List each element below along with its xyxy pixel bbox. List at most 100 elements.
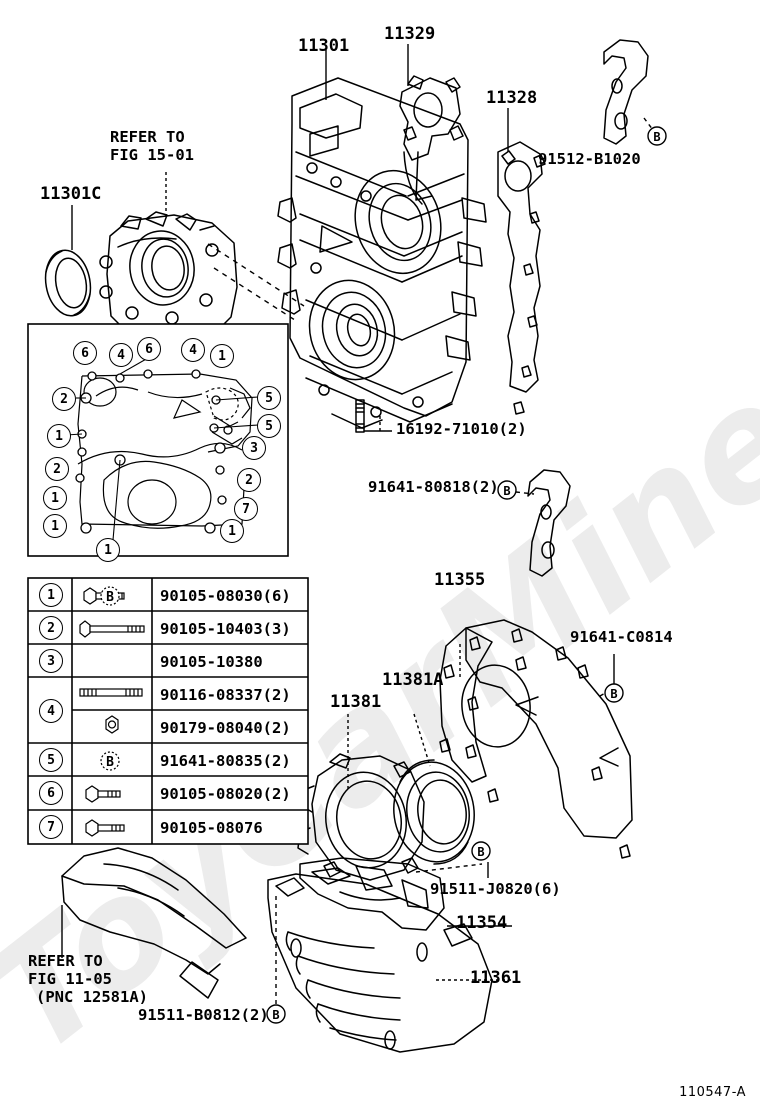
label-11301C: 11301C xyxy=(40,184,102,204)
leader-11381A xyxy=(413,713,431,767)
inset-callout-number: 2 xyxy=(245,472,253,488)
inset-callout-4: 4 xyxy=(109,343,133,367)
b-mark-91641-80818: B xyxy=(497,480,517,500)
label-11301: 11301 xyxy=(298,36,350,56)
part-11328-gasket xyxy=(497,141,546,415)
label-11328: 11328 xyxy=(486,88,538,108)
inset-connectors xyxy=(65,357,259,541)
parts-table-number: 90105-08076 xyxy=(160,819,263,837)
icon-b-mark-2: B xyxy=(100,586,120,606)
parts-table-number: 90105-08020(2) xyxy=(160,785,291,803)
part-11361-cover xyxy=(267,873,493,1053)
label-refer-fig-15-01-line2: FIG 15-01 xyxy=(110,146,194,164)
inset-callout-3: 3 xyxy=(242,436,266,460)
label-16192-71010: 16192-71010(2) xyxy=(396,420,527,438)
inset-callout-7: 7 xyxy=(234,497,258,521)
icon-long-bolt-3 xyxy=(79,620,145,638)
parts-table-ref-number: 1 xyxy=(47,587,55,603)
svg-text:B: B xyxy=(272,1008,279,1022)
parts-table-ref-number: 3 xyxy=(47,653,55,669)
label-11354: 11354 xyxy=(456,913,508,933)
svg-text:B: B xyxy=(610,687,617,701)
parts-table-ref-number: 2 xyxy=(47,620,55,636)
parts-table-number: 90179-08040(2) xyxy=(160,718,291,737)
label-refer-fig-11-05-line3: (PNC 12581A) xyxy=(36,988,148,1006)
svg-text:B: B xyxy=(106,590,114,605)
inset-callout-number: 5 xyxy=(265,390,273,406)
inset-callout-number: 1 xyxy=(218,348,226,364)
parts-table-number: 90105-10403(3) xyxy=(160,619,291,638)
leader-lines xyxy=(61,44,657,1010)
label-11329: 11329 xyxy=(384,24,436,44)
parts-table-ref-7: 7 xyxy=(39,815,63,839)
part-91512-B1020-hook xyxy=(603,39,649,145)
inset-callout-number: 4 xyxy=(117,347,125,363)
label-refer-fig-11-05-line1: REFER TO xyxy=(28,952,103,970)
inset-callout-number: 1 xyxy=(51,490,59,506)
parts-table-ref-number: 4 xyxy=(47,703,55,719)
parts-table-ref-3: 3 xyxy=(39,649,63,673)
label-refer-fig-15-01-line1: REFER TO xyxy=(110,128,185,146)
figure-code: 110547-A xyxy=(679,1085,746,1100)
svg-text:B: B xyxy=(653,130,660,144)
inset-callout-6: 6 xyxy=(73,341,97,365)
label-11381: 11381 xyxy=(330,692,382,712)
parts-table-number: 90116-08337(2) xyxy=(160,685,291,704)
parts-table-grid xyxy=(27,577,309,845)
svg-text:B: B xyxy=(477,845,484,859)
label-91511-J0820: 91511-J0820(6) xyxy=(430,880,561,898)
svg-text:B: B xyxy=(106,755,114,770)
label-91512-B1020: 91512-B1020 xyxy=(538,150,641,168)
inset-callout-1: 1 xyxy=(210,344,234,368)
part-11381A-oil-seal xyxy=(393,759,475,865)
inset-callout-1: 1 xyxy=(47,424,71,448)
inset-callout-number: 3 xyxy=(250,440,258,456)
label-91641-80818: 91641-80818(2) xyxy=(368,478,499,496)
b-circle-marks: B B B B B xyxy=(266,126,667,1024)
icon-hex-flange-bolt-6 xyxy=(85,785,121,803)
parts-table-ref-1: 1 xyxy=(39,583,63,607)
inset-callout-2: 2 xyxy=(237,468,261,492)
inset-callout-1: 1 xyxy=(43,486,67,510)
inset-callout-number: 2 xyxy=(53,461,61,477)
inset-callout-number: 1 xyxy=(104,542,112,558)
parts-table-icons: B B xyxy=(79,586,145,837)
inset-callout-1: 1 xyxy=(220,519,244,543)
inset-callout-number: 1 xyxy=(51,518,59,534)
part-fig11-05-bracket xyxy=(61,847,247,999)
b-mark-91512: B xyxy=(647,126,667,146)
icon-hex-flange-bolt-7 xyxy=(85,819,125,837)
label-11381A: 11381A xyxy=(382,670,444,690)
label-91641-C0814: 91641-C0814 xyxy=(570,628,673,646)
part-11354-cover xyxy=(299,857,445,931)
icon-b-mark-5: B xyxy=(100,751,120,771)
inset-callout-5: 5 xyxy=(257,414,281,438)
inset-callout-2: 2 xyxy=(45,457,69,481)
parts-table-ref-4: 4 xyxy=(39,699,63,723)
inset-callout-number: 2 xyxy=(60,391,68,407)
icon-nut-4b xyxy=(105,715,119,734)
inset-callout-1: 1 xyxy=(43,514,67,538)
parts-table-ref-number: 6 xyxy=(47,785,55,801)
label-refer-fig-11-05-line2: FIG 11-05 xyxy=(28,970,112,988)
guide-housing-to-block-2 xyxy=(213,267,299,323)
parts-table-number: 90105-10380 xyxy=(160,652,263,671)
inset-callout-number: 1 xyxy=(55,428,63,444)
parts-table-ref-number: 5 xyxy=(47,752,55,768)
inset-callout-number: 6 xyxy=(81,345,89,361)
inset-callout-number: 7 xyxy=(242,501,250,517)
svg-text:B: B xyxy=(503,484,510,498)
inset-callout-4: 4 xyxy=(181,338,205,362)
inset-callout-2: 2 xyxy=(52,387,76,411)
label-11355: 11355 xyxy=(434,570,486,590)
inset-callout-1: 1 xyxy=(96,538,120,562)
inset-callout-6: 6 xyxy=(137,337,161,361)
b-mark-91511-B0812: B xyxy=(266,1004,286,1024)
guide-91511-J0820 xyxy=(415,863,483,873)
part-91641-80818-hook xyxy=(527,469,571,577)
part-11329-bracket xyxy=(399,75,464,205)
part-11301-timing-cover xyxy=(277,77,487,429)
parts-table-ref-6: 6 xyxy=(39,781,63,805)
